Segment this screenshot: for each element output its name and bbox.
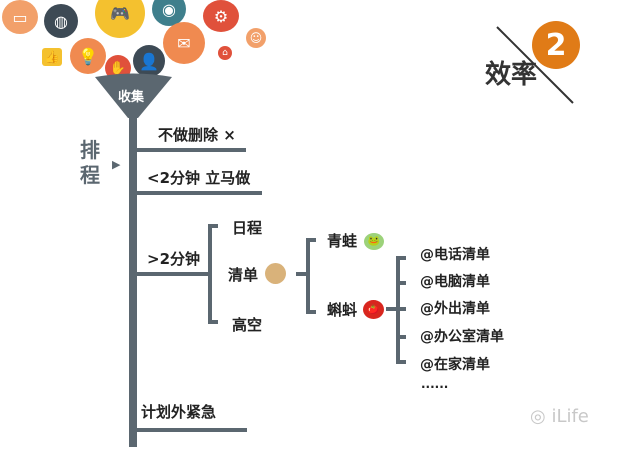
node-high: 高空 — [232, 316, 263, 334]
earth-icon: ◉ — [152, 0, 186, 26]
context-more: ...... — [421, 377, 449, 391]
thumb-icon: 👍 — [42, 48, 62, 66]
settings-icon: ⚙ — [203, 0, 239, 32]
potato-icon — [265, 263, 286, 284]
mail-icon: ✉ — [163, 22, 205, 64]
watermark-text: iLife — [551, 406, 589, 427]
frog-icon: 🐸 — [364, 233, 384, 250]
node-tadpole: 蝌蚪 — [327, 301, 358, 319]
smiley-icon: ☺ — [246, 28, 266, 48]
context-out: @外出清单 — [420, 301, 490, 317]
context-office: @办公室清单 — [420, 329, 504, 345]
badge-number: 2 — [532, 21, 580, 69]
context-phone: @电话清单 — [420, 247, 490, 263]
branch-under-2min: <2分钟 立马做 — [147, 169, 251, 187]
watermark: ◎ iLife — [530, 408, 589, 426]
tomato-icon: 🍅 — [363, 300, 384, 319]
branch-urgent: 计划外紧急 — [141, 403, 217, 421]
node-frog: 青蛙 — [327, 232, 358, 250]
branch-no-do: 不做删除 × — [158, 126, 236, 144]
tv-icon: ▭ — [2, 0, 38, 34]
bulb-icon: 💡 — [70, 38, 106, 74]
side-label: 排程 — [80, 138, 100, 187]
wechat-icon: ◎ — [530, 406, 552, 427]
badge-title: 效率 — [485, 60, 538, 90]
context-computer: @电脑清单 — [420, 274, 490, 290]
branch-over-2min: >2分钟 — [147, 250, 201, 268]
node-list: 清单 — [228, 266, 259, 284]
home-icon: ⌂ — [218, 46, 232, 60]
user-icon: 👤 — [133, 45, 165, 77]
funnel-label: 收集 — [118, 90, 145, 105]
arrow-right-icon: ▶ — [112, 158, 121, 171]
node-schedule: 日程 — [232, 219, 263, 237]
context-home: @在家清单 — [420, 357, 490, 373]
globe-icon: ◍ — [44, 4, 78, 38]
